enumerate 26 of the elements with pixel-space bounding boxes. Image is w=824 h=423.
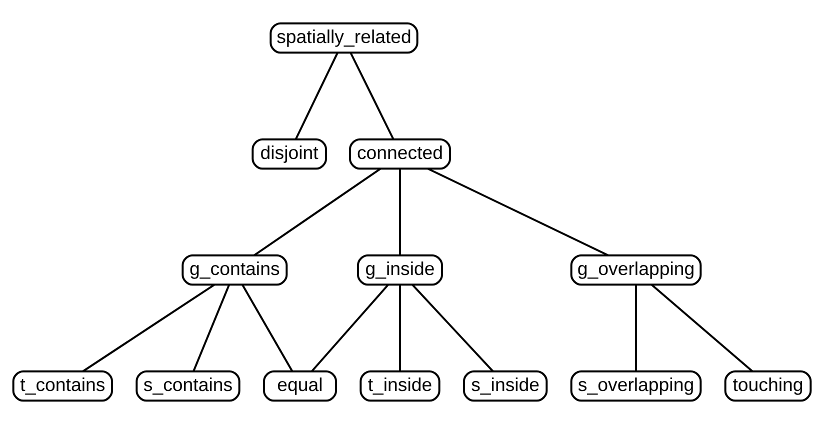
connector — [412, 284, 494, 372]
connector — [192, 284, 230, 372]
connector — [399, 284, 401, 371]
connector — [399, 168, 401, 255]
connector — [635, 284, 637, 371]
node-box: g_inside — [357, 254, 443, 286]
connector — [428, 167, 608, 256]
connector — [254, 167, 381, 256]
connector — [294, 52, 338, 140]
connector — [242, 284, 294, 372]
node-box: s_inside — [463, 370, 548, 402]
node-box: equal — [263, 370, 337, 402]
node-box: touching — [724, 370, 812, 402]
node-box: disjoint — [252, 138, 327, 170]
node-box: spatially_related — [270, 22, 418, 54]
connector — [311, 284, 389, 372]
connector — [82, 283, 215, 372]
node-box: g_overlapping — [570, 254, 702, 286]
node-box: s_contains — [136, 370, 240, 402]
node-box: t_contains — [12, 370, 113, 402]
connector — [350, 52, 394, 140]
node-box: s_overlapping — [570, 370, 702, 402]
node-box: t_inside — [360, 370, 440, 402]
node-box: g_contains — [182, 254, 288, 286]
connector — [651, 284, 754, 372]
node-box: connected — [349, 138, 451, 170]
